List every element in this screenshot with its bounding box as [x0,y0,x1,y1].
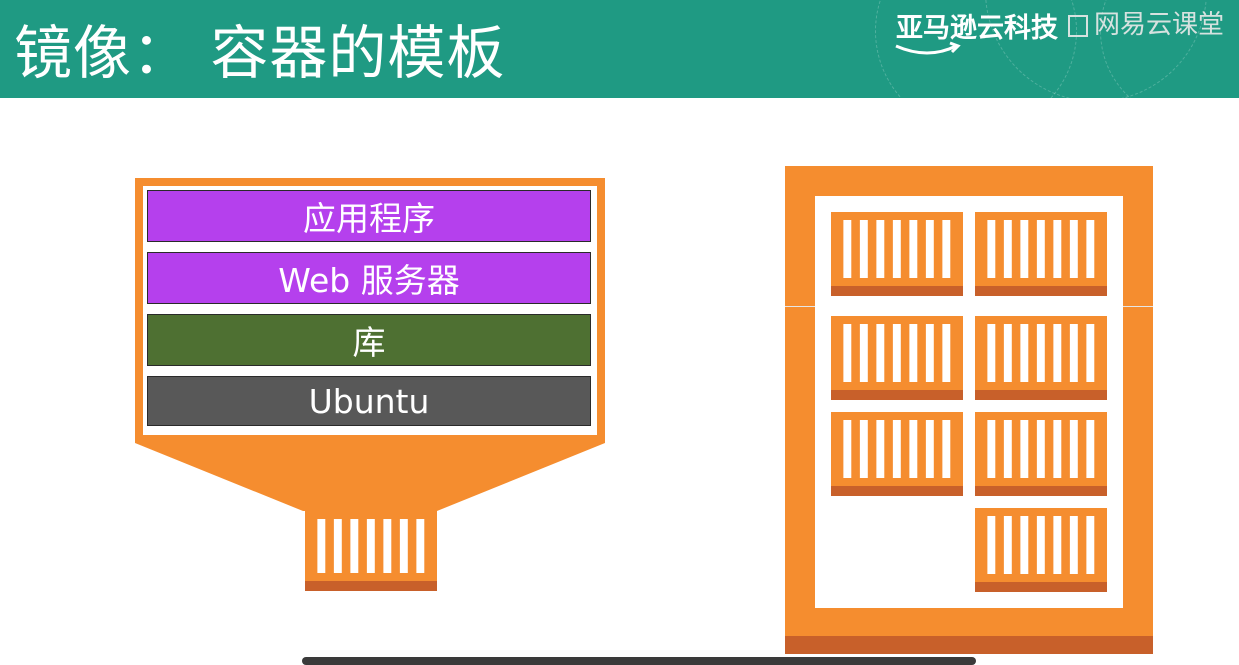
rack-base [785,636,1153,654]
rack-containers [831,212,1107,592]
video-progress-bar[interactable] [302,657,976,665]
container-icon [831,412,963,496]
watermark-text: 网易云课堂 [1094,10,1225,40]
server-rack-icon [785,166,1153,654]
container-icon [975,508,1107,592]
image-funnel [135,443,605,591]
output-container-icon [305,511,437,591]
layer-application: 应用程序 [147,190,591,242]
container-icon [975,412,1107,496]
slide-title: 镜像： 容器的模板 [14,19,506,87]
layer-label: 应用程序 [303,199,435,238]
container-icon [831,212,963,296]
image-layer-stack: 应用程序 Web 服务器 库 Ubuntu [143,186,597,435]
layer-ubuntu: Ubuntu [147,376,591,426]
brand-logo-text: 亚马逊云科技 [896,13,1058,44]
layer-label: 库 [352,323,386,362]
layer-web-server: Web 服务器 [147,252,591,304]
brand-smile-icon [895,41,961,55]
image-template: 应用程序 Web 服务器 库 Ubuntu [135,178,605,443]
container-icon [305,511,437,591]
container-icon [975,212,1107,296]
layer-libraries: 库 [147,314,591,366]
watermark-icon [1068,15,1088,37]
layer-label: Ubuntu [308,381,430,421]
container-icon [975,316,1107,400]
layer-label: Web 服务器 [278,261,460,300]
slide-header: 镜像： 容器的模板 亚马逊云科技 网易云课堂 [0,0,1239,98]
container-icon [831,316,963,400]
watermark: 网易云课堂 [1068,4,1224,41]
